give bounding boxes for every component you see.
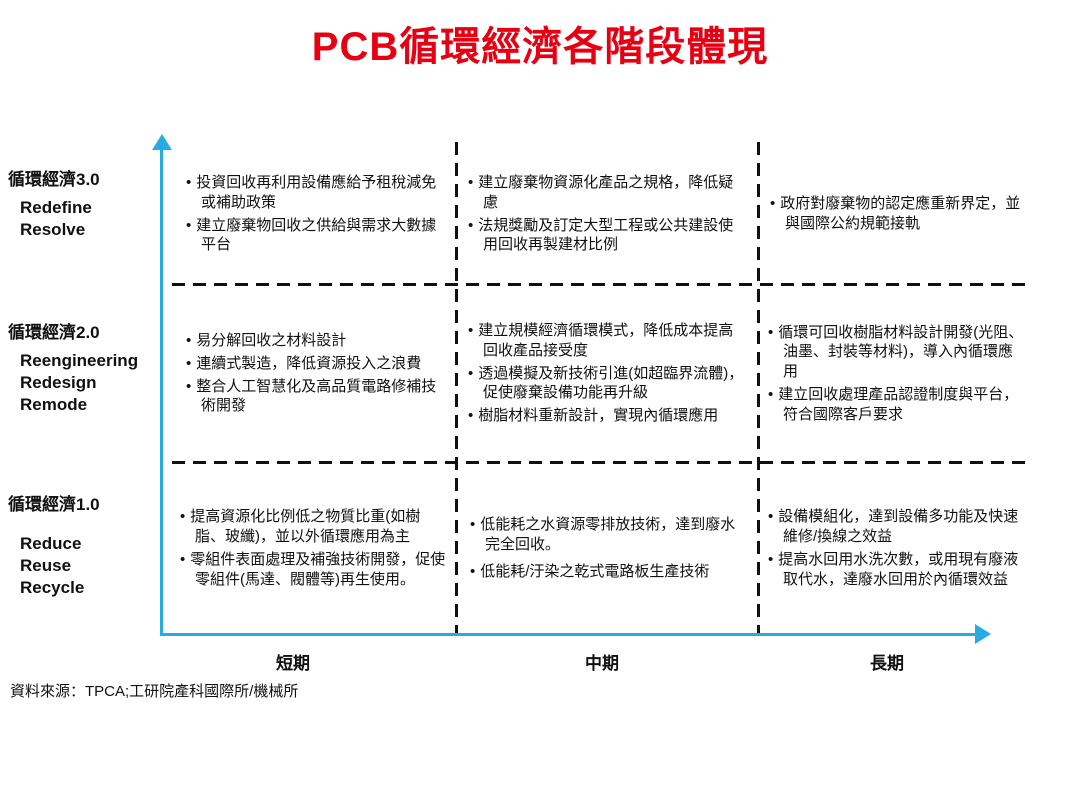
- bullet-item: 連續式製造，降低資源投入之浪費: [186, 354, 444, 374]
- row-label-zh: 循環經濟3.0: [8, 170, 100, 189]
- y-axis-arrow-icon: [152, 134, 172, 150]
- row-label-en: Remode: [20, 395, 88, 414]
- x-axis-label-long-term: 長期: [870, 654, 904, 673]
- bullet-item: 法規獎勵及訂定大型工程或公共建設使用回收再製建材比例: [468, 216, 746, 256]
- row-label-en-group: Redefine Resolve: [8, 197, 158, 241]
- bullet-item: 政府對廢棄物的認定應重新界定，並與國際公約規範接軌: [770, 194, 1022, 234]
- cell-level3-long-term: 政府對廢棄物的認定應重新界定，並與國際公約規範接軌: [770, 145, 1022, 283]
- bullet-list: 提高資源化比例低之物質比重(如樹脂、玻纖)，並以外循環應用為主 零組件表面處理及…: [180, 504, 446, 592]
- row-label-en: Redesign: [20, 373, 97, 392]
- bullet-item: 建立廢棄物回收之供給與需求大數據平台: [186, 216, 444, 256]
- x-axis-arrow-icon: [975, 624, 991, 644]
- row-label-zh: 循環經濟2.0: [8, 323, 100, 342]
- bullet-list: 設備模組化，達到設備多功能及快速維修/換線之效益 提高水回用水洗次數，或用現有廢…: [768, 504, 1026, 592]
- bullet-item: 低能耗之水資源零排放技術，達到廢水完全回收。: [470, 515, 742, 555]
- bullet-item: 設備模組化，達到設備多功能及快速維修/換線之效益: [768, 507, 1026, 547]
- cell-level1-short-term: 提高資源化比例低之物質比重(如樹脂、玻纖)，並以外循環應用為主 零組件表面處理及…: [180, 466, 446, 631]
- bullet-list: 建立規模經濟循環模式，降低成本提高回收產品接受度 透過模擬及新技術引進(如超臨界…: [468, 318, 746, 429]
- source-note: 資料來源：TPCA;工研院產科國際所/機械所: [10, 683, 299, 700]
- bullet-item: 循環可回收樹脂材料設計開發(光阻、油墨、封裝等材料)，導入內循環應用: [768, 323, 1026, 382]
- page-title: PCB循環經濟各階段體現: [311, 25, 769, 69]
- cell-level3-mid-term: 建立廢棄物資源化產品之規格，降低疑慮 法規獎勵及訂定大型工程或公共建設使用回收再…: [468, 145, 746, 283]
- row-label-en: Redefine: [20, 198, 92, 217]
- row-label-en: Recycle: [20, 578, 85, 597]
- row-label-zh: 循環經濟1.0: [8, 495, 100, 514]
- cell-level1-mid-term: 低能耗之水資源零排放技術，達到廢水完全回收。 低能耗/汙染之乾式電路板生產技術: [470, 466, 742, 631]
- row-label-en: Reengineering: [20, 351, 139, 370]
- bullet-item: 提高資源化比例低之物質比重(如樹脂、玻纖)，並以外循環應用為主: [180, 507, 446, 547]
- row-label-en-group: Reduce Reuse Recycle: [8, 533, 158, 599]
- bullet-item: 零組件表面處理及補強技術開發，促使零組件(馬達、閥體等)再生使用。: [180, 550, 446, 590]
- row-label-level-3: 循環經濟3.0 Redefine Resolve: [8, 165, 158, 241]
- bullet-list: 投資回收再利用設備應給予租稅減免或補助政策 建立廢棄物回收之供給與需求大數據平台: [186, 170, 444, 258]
- row-label-en: Reuse: [20, 556, 72, 575]
- row-label-en: Resolve: [20, 220, 86, 239]
- row-label-level-2: 循環經濟2.0 Reengineering Redesign Remode: [8, 318, 158, 416]
- x-axis-line: [160, 633, 978, 636]
- bullet-item: 透過模擬及新技術引進(如超臨界流體)，促使廢棄設備功能再升級: [468, 364, 746, 404]
- cell-level1-long-term: 設備模組化，達到設備多功能及快速維修/換線之效益 提高水回用水洗次數，或用現有廢…: [768, 466, 1026, 631]
- column-divider-left: [455, 142, 458, 633]
- bullet-item: 建立規模經濟循環模式，降低成本提高回收產品接受度: [468, 321, 746, 361]
- bullet-item: 易分解回收之材料設計: [186, 331, 444, 351]
- bullet-item: 建立回收處理產品認證制度與平台，符合國際客戶要求: [768, 385, 1026, 425]
- cell-level2-long-term: 循環可回收樹脂材料設計開發(光阻、油墨、封裝等材料)，導入內循環應用 建立回收處…: [768, 288, 1026, 459]
- cell-level2-mid-term: 建立規模經濟循環模式，降低成本提高回收產品接受度 透過模擬及新技術引進(如超臨界…: [468, 288, 746, 459]
- row-label-en: Reduce: [20, 534, 82, 553]
- x-axis-label-mid-term: 中期: [585, 654, 619, 673]
- column-divider-right: [757, 142, 760, 633]
- bullet-list: 低能耗之水資源零排放技術，達到廢水完全回收。 低能耗/汙染之乾式電路板生產技術: [470, 507, 742, 590]
- bullet-item: 整合人工智慧化及高品質電路修補技術開發: [186, 377, 444, 417]
- row-label-en-group: Reengineering Redesign Remode: [8, 350, 158, 416]
- cell-level2-short-term: 易分解回收之材料設計 連續式製造，降低資源投入之浪費 整合人工智慧化及高品質電路…: [186, 288, 444, 459]
- row-label-level-1: 循環經濟1.0 Reduce Reuse Recycle: [8, 490, 158, 599]
- bullet-item: 投資回收再利用設備應給予租稅減免或補助政策: [186, 173, 444, 213]
- bullet-list: 循環可回收樹脂材料設計開發(光阻、油墨、封裝等材料)，導入內循環應用 建立回收處…: [768, 320, 1026, 428]
- bullet-item: 低能耗/汙染之乾式電路板生產技術: [470, 562, 742, 582]
- y-axis-line: [160, 148, 163, 635]
- bullet-item: 樹脂材料重新設計，實現內循環應用: [468, 406, 746, 426]
- x-axis-label-short-term: 短期: [276, 654, 310, 673]
- row-divider-top: [172, 283, 1030, 286]
- bullet-item: 提高水回用水洗次數，或用現有廢液取代水，達廢水回用於內循環效益: [768, 550, 1026, 590]
- bullet-list: 易分解回收之材料設計 連續式製造，降低資源投入之浪費 整合人工智慧化及高品質電路…: [186, 328, 444, 419]
- bullet-item: 建立廢棄物資源化產品之規格，降低疑慮: [468, 173, 746, 213]
- cell-level3-short-term: 投資回收再利用設備應給予租稅減免或補助政策 建立廢棄物回收之供給與需求大數據平台: [186, 145, 444, 283]
- bullet-list: 政府對廢棄物的認定應重新界定，並與國際公約規範接軌: [770, 191, 1022, 237]
- bullet-list: 建立廢棄物資源化產品之規格，降低疑慮 法規獎勵及訂定大型工程或公共建設使用回收再…: [468, 170, 746, 258]
- row-divider-bottom: [172, 461, 1030, 464]
